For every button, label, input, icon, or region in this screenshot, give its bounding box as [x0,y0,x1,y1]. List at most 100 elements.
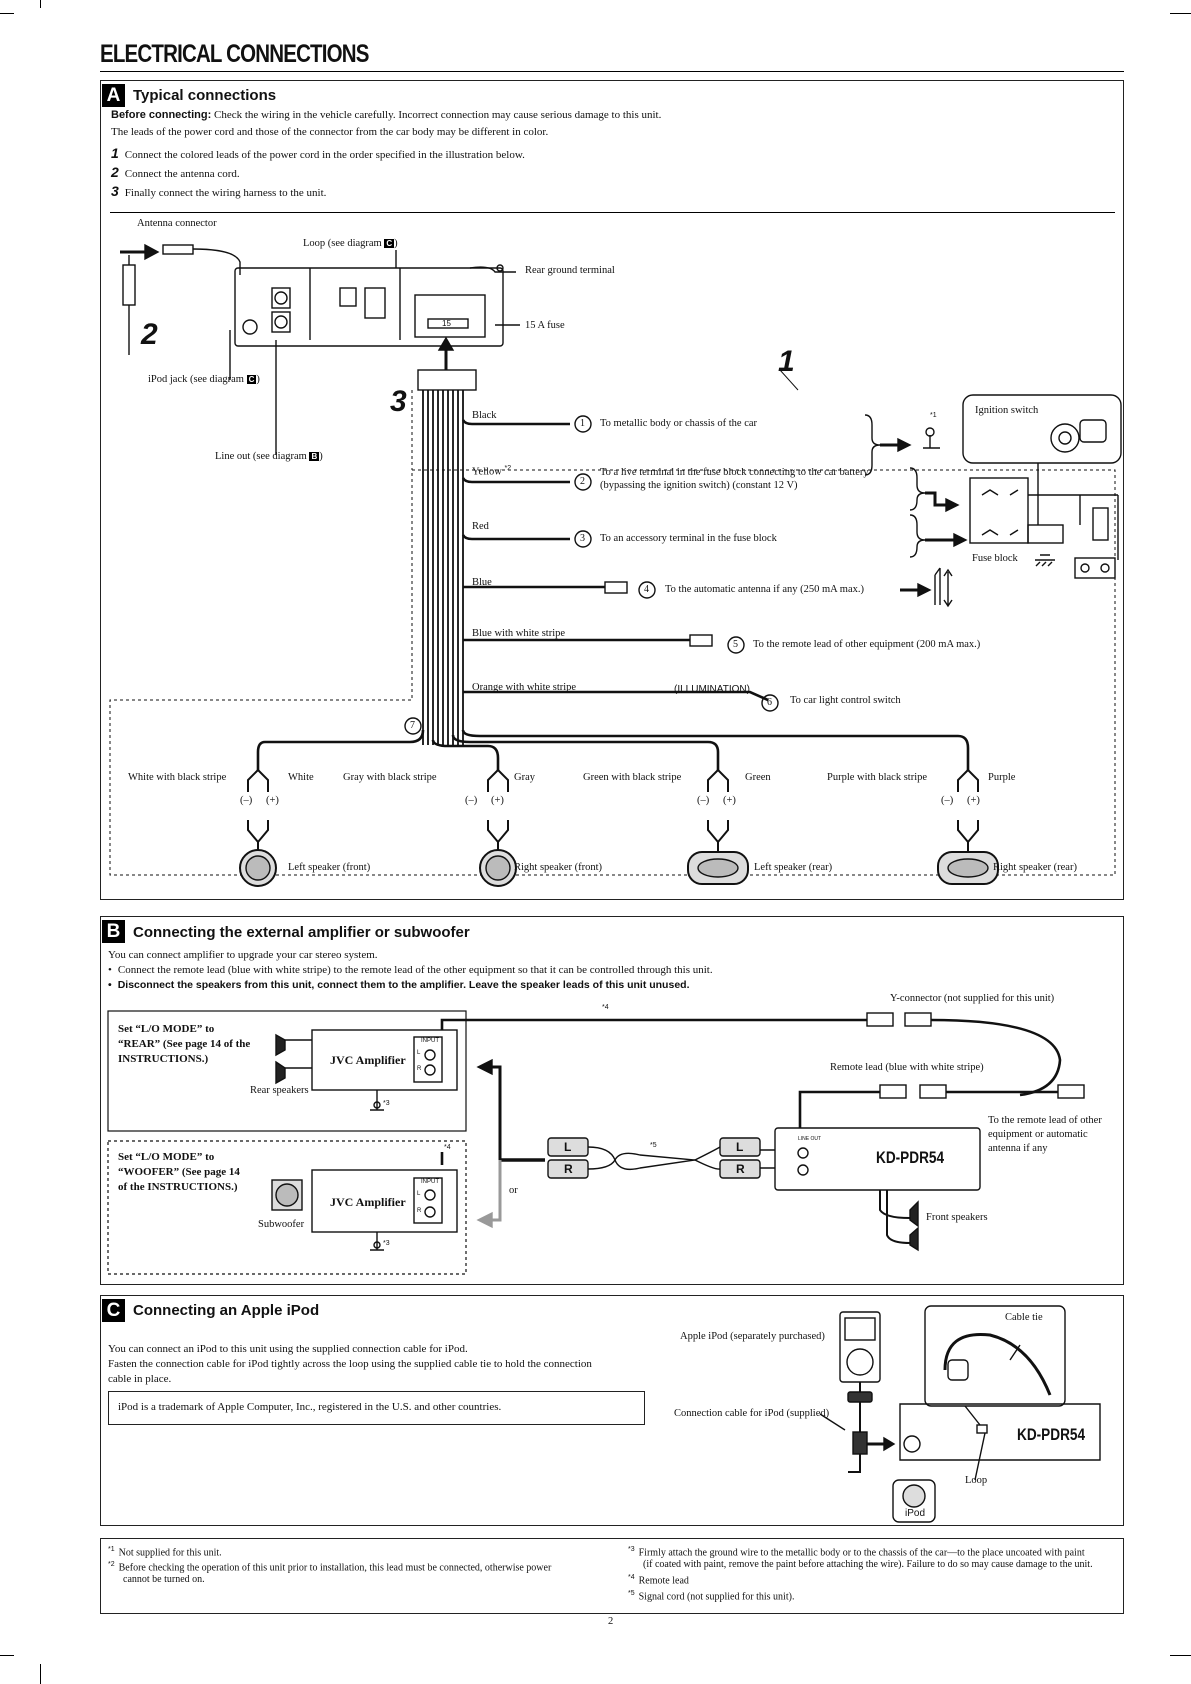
lead-yellow-sup: *2 [504,465,512,472]
speaker-rf-minus: (–) [465,795,478,806]
remote-other-line-1: To the remote lead of other [988,1115,1102,1126]
speaker-lr-minus: (–) [697,795,710,806]
section-a-title: Typical connections [133,87,277,104]
front-speakers-label: Front speakers [926,1212,988,1223]
lead-yellow-desc2: (bypassing the ignition switch) (constan… [600,480,798,491]
subwoofer-label: Subwoofer [258,1219,305,1230]
before-connecting-label: Before connecting: [111,109,212,121]
steps-rule [110,212,1115,213]
fuse-block-label: Fuse block [972,553,1018,564]
rca-r-right: R [736,1162,745,1176]
lead-yellow-num: 2 [580,476,585,487]
crop-mark [40,0,41,8]
lead-blue-white-desc: To the remote lead of other equipment (2… [753,639,981,650]
harness-connector [417,369,477,391]
footnotes-box [100,1538,1124,1614]
speaker-lf-neg: White with black stripe [128,772,227,783]
speaker-rr-pos: Purple [988,772,1016,783]
speaker-rr-neg: Purple with black stripe [827,772,928,783]
diagram-step-3: 3 [390,385,407,418]
footnote-text: Signal cord (not supplied for this unit)… [638,1591,795,1603]
loop-label: Loop (see diagram C) [303,238,398,251]
amp-input-label: INPUT [421,1179,439,1185]
step-number: 3 [111,183,119,199]
lead-blue-white-num: 5 [733,639,738,650]
lead-yellow-text: Yellow [472,466,502,478]
lead-yellow-color: Yellow *2 [472,465,511,479]
rear-box-line-2: “REAR” (See page 14 of the [118,1038,251,1050]
speaker-lf-minus: (–) [240,795,253,806]
footnote-mark: *1 [108,1546,115,1553]
step-number: 1 [111,145,119,161]
section-b-panel [100,916,1124,1285]
section-c-p2: Fasten the connection cable for iPod tig… [108,1358,592,1370]
speaker-rf-plus: (+) [491,795,504,806]
close-paren: ) [256,374,260,385]
amp-r-label: R [417,1208,422,1214]
woofer-box-line-3: of the INSTRUCTIONS.) [118,1181,238,1193]
ipod-connector-box [892,1479,936,1523]
lead-black-desc: To metallic body or chassis of the car [600,418,758,429]
ipod-ref: C [246,375,257,384]
title-rule [100,71,1124,72]
star4-top: *4 [602,1004,609,1011]
remote-other-line-2: equipment or automatic [988,1129,1088,1140]
rear-ground-label: Rear ground terminal [525,265,615,276]
woofer-box-line-2: “WOOFER” (See page 14 [118,1166,240,1178]
bullet-mark: • [108,979,112,991]
section-b-bullet-2: •Disconnect the speakers from this unit,… [108,978,690,993]
section-c-panel [100,1295,1124,1526]
rear-box-line-3: INSTRUCTIONS.) [118,1053,209,1065]
rear-box-text: Set “L/O MODE” to “REAR” (See page 14 of… [118,1022,250,1067]
section-c-p1: You can connect an iPod to this unit usi… [108,1343,468,1355]
speaker-lr-name: Left speaker (rear) [754,862,833,873]
cable-tie-inset [924,1305,1066,1407]
speaker-lf-plus: (+) [266,795,279,806]
step-text: Finally connect the wiring harness to th… [124,187,327,199]
lead-orange-desc: To car light control switch [790,695,901,706]
lead-yellow-desc: To a live terminal in the fuse block con… [600,467,869,478]
speaker-lf-pos: White [288,772,314,783]
rca-l-right: L [736,1140,744,1154]
lead-red-color: Red [472,521,489,532]
footnote-mark: *4 [628,1574,635,1581]
star3-woofer: *3 [383,1240,390,1247]
section-b-bullet-1: •Connect the remote lead (blue with whit… [108,963,713,978]
line-out-text: Line out (see diagram [215,451,307,462]
crop-mark [1170,13,1191,14]
jvc-amplifier-woofer: JVC Amplifier [330,1195,406,1209]
close-paren: ) [319,451,323,462]
rca-l-left: L [564,1140,572,1154]
diagram-step-1: 1 [778,345,795,378]
speaker-lr-plus: (+) [723,795,736,806]
woofer-box-line-1: Set “L/O MODE” to [118,1151,215,1163]
crop-mark [40,1664,41,1684]
footnote-text: Firmly attach the ground wire to the met… [638,1547,1085,1559]
crop-mark [0,13,14,14]
before-connecting: Before connecting: Check the wiring in t… [111,108,661,123]
page-title: ELECTRICAL CONNECTIONS [100,40,369,68]
bullet-mark: • [108,964,112,976]
footnote-text: Before checking the operation of this un… [118,1562,552,1574]
star4-woofer: *4 [444,1144,451,1151]
footnote-text: Not supplied for this unit. [118,1547,222,1559]
before-connecting-text: Check the wiring in the vehicle carefull… [211,109,662,121]
footnote-mark: *5 [628,1590,635,1597]
speaker-rr-plus: (+) [967,795,980,806]
speaker-rf-name: Right speaker (front) [514,862,603,873]
section-a-panel [100,80,1124,900]
speaker-forks [247,769,979,852]
kd-pdr54-model-c: KD-PDR54 [1017,1425,1086,1444]
leads-note: The leads of the power cord and those of… [111,126,549,138]
amp-input-label: INPUT [421,1038,439,1044]
ignition-switch-label: Ignition switch [975,405,1039,416]
loop-ref: C [384,239,395,248]
lead-black-color: Black [472,410,497,421]
